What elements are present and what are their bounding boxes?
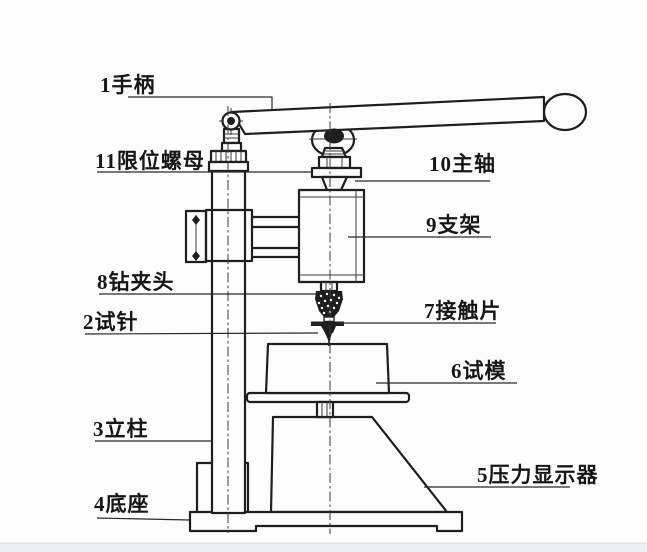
- chuck-knurling: [317, 292, 341, 315]
- sleeve-block-shape: [204, 208, 254, 263]
- label-base: 4底座: [94, 492, 150, 516]
- spindle-eye-pin: [324, 128, 344, 144]
- label-column: 3立柱: [93, 417, 149, 441]
- drill-mark-bottom: [192, 251, 200, 261]
- label-chuck: 8钻夹头: [97, 270, 175, 294]
- spindle-neck-shape: [320, 146, 348, 159]
- stem-shape: [315, 400, 335, 419]
- support-plate-shape: [245, 391, 411, 404]
- label-contact: 7接触片: [424, 299, 502, 323]
- handle-pivot-joint: [219, 108, 243, 135]
- handle-shape: [230, 92, 588, 136]
- label-bracket: 9支架: [426, 213, 482, 237]
- leader-handle: [128, 96, 273, 111]
- base-shape: [188, 510, 464, 533]
- footer-strip: [0, 543, 647, 552]
- clamp-plate-shape: [184, 209, 208, 264]
- label-display: 5压力显示器: [477, 463, 599, 487]
- label-limit-nut: 11限位螺母: [95, 149, 205, 173]
- label-needle: 2试针: [83, 310, 139, 334]
- chuck-neck-shape: [319, 280, 339, 293]
- bracket-shape: [297, 188, 366, 284]
- arm-rails-shape: [252, 215, 300, 259]
- label-mold: 6试模: [451, 359, 507, 383]
- test-mold-shape: [264, 342, 391, 395]
- label-handle: 1手柄: [100, 73, 156, 97]
- leader-base: [96, 517, 191, 521]
- drill-mark-top: [192, 215, 200, 225]
- handle-ball-knob: [542, 92, 588, 132]
- label-spindle: 10主轴: [429, 152, 496, 176]
- leader-needle: [84, 332, 319, 335]
- limit-nut-shape: [317, 155, 352, 170]
